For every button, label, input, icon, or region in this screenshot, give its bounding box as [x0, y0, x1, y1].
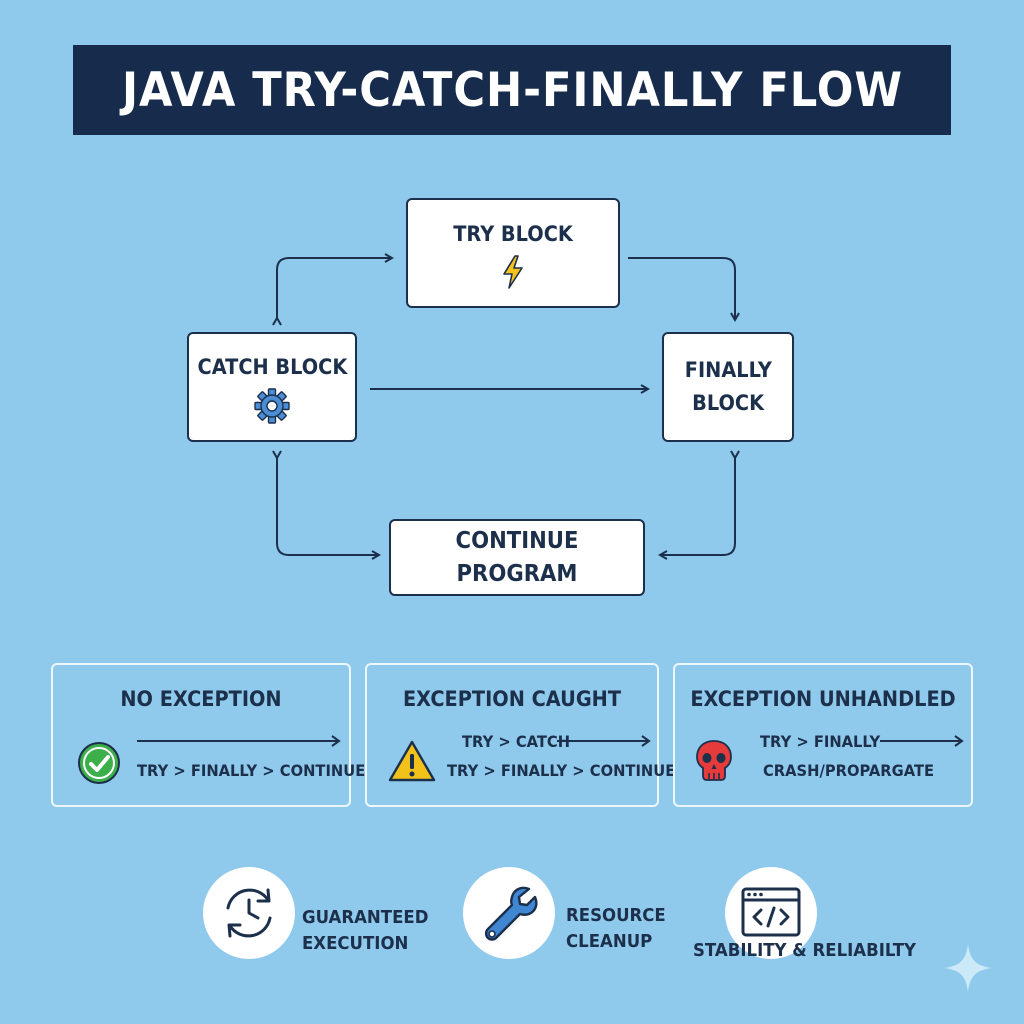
sparkle-icon	[944, 944, 992, 992]
feature-icon-circle	[463, 867, 555, 959]
scenario-card-exception-unhandled: EXCEPTION UNHANDLED TRY > FINALLY CRASH/…	[673, 663, 973, 807]
scenario-card-exception-caught: EXCEPTION CAUGHT TRY > CATCH TRY > FINAL…	[365, 663, 675, 807]
finally-block-label-line1: FINALLY	[684, 358, 772, 382]
feature-label-line1: RESOURCE	[566, 905, 666, 926]
wrench-icon	[484, 886, 538, 941]
finally-block-node: FINALLY BLOCK	[662, 332, 794, 442]
check-circle-icon	[78, 742, 120, 784]
gear-icon	[254, 387, 290, 424]
lightning-icon	[503, 254, 523, 289]
page-title: JAVA TRY-CATCH-FINALLY FLOW	[121, 62, 903, 118]
scenario-path-text: TRY > FINALLY > CONTINUE	[137, 761, 366, 780]
feature-icon-circle	[203, 867, 295, 959]
connector-finally-continue	[660, 458, 735, 555]
title-banner: JAVA TRY-CATCH-FINALLY FLOW	[73, 45, 951, 135]
clock-refresh-icon	[226, 888, 272, 938]
scenario-path-text: TRY > FINALLY	[760, 732, 881, 751]
finally-block-label-line2: BLOCK	[692, 391, 764, 415]
scenario-path-text: TRY > CATCH	[462, 732, 571, 751]
continue-program-label: CONTINUE PROGRAM	[455, 527, 579, 587]
feature-label-line2: CLEANUP	[566, 931, 653, 952]
scenario-path-text-2: TRY > FINALLY > CONTINUE	[447, 761, 676, 780]
warning-triangle-icon	[388, 740, 436, 782]
flow-arrow	[557, 735, 651, 747]
scenario-card-no-exception: NO EXCEPTION TRY > FINALLY > CONTINUE	[51, 663, 365, 807]
catch-block-node: CATCH BLOCK	[187, 332, 357, 442]
scenario-title: NO EXCEPTION	[120, 687, 282, 711]
feature-label: STABILITY & RELIABILTY	[693, 940, 916, 961]
try-block-label: TRY BLOCK	[453, 221, 573, 246]
connector-catch-continue	[277, 458, 379, 555]
try-block-node: TRY BLOCK	[406, 198, 620, 308]
scenario-title: EXCEPTION CAUGHT	[402, 687, 622, 711]
continue-program-node: CONTINUE PROGRAM	[389, 519, 645, 596]
catch-block-label: CATCH BLOCK	[197, 354, 347, 379]
feature-icon-circle	[725, 867, 817, 959]
skull-icon	[696, 740, 732, 781]
flow-arrow	[880, 735, 964, 747]
scenario-path-text-2: CRASH/PROPARGATE	[763, 761, 935, 780]
feature-label-line2: EXECUTION	[302, 933, 409, 954]
feature-label-line1: GUARANTEED	[302, 907, 429, 928]
connector-try-finally	[628, 257, 735, 320]
scenario-title: EXCEPTION UNHANDLED	[690, 687, 956, 711]
connector-catch-try	[277, 258, 392, 318]
flow-arrow	[137, 735, 341, 747]
code-window-icon	[741, 887, 801, 937]
